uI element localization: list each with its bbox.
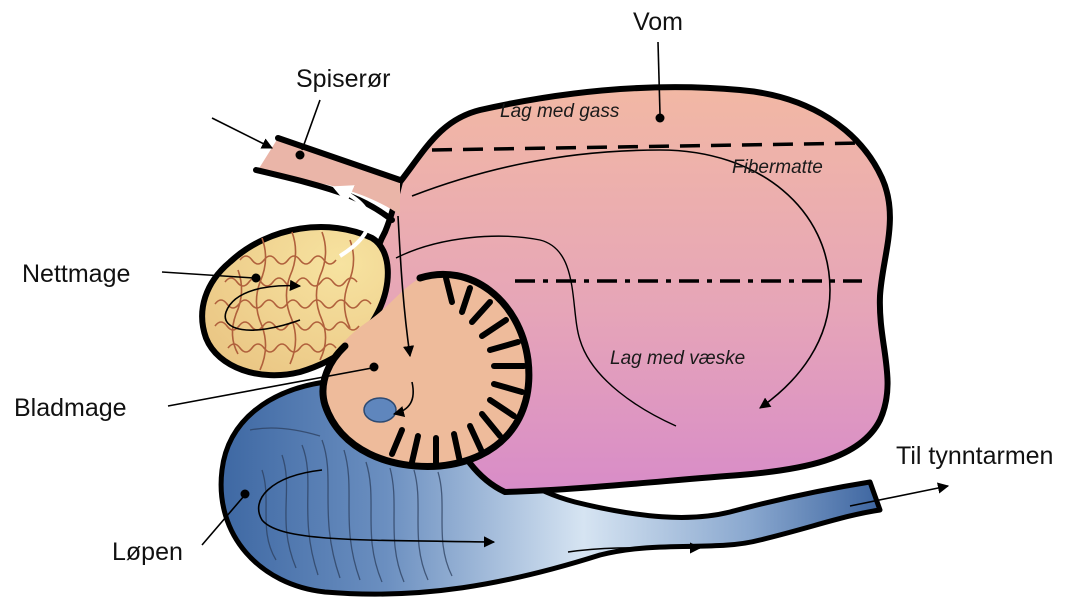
label-nettmage: Nettmage xyxy=(22,260,130,288)
label-vom: Vom xyxy=(633,8,683,36)
label-til-tynntarmen: Til tynntarmen xyxy=(896,442,1053,470)
zone-liquid-layer: Lag med væske xyxy=(610,348,745,369)
label-bladmage: Bladmage xyxy=(14,394,127,422)
label-lopen: Løpen xyxy=(112,538,183,566)
zone-fiber-mat: Fibermatte xyxy=(732,157,823,178)
intake-arrow xyxy=(212,118,272,148)
omasum-opening xyxy=(364,398,396,422)
zone-gas-layer: Lag med gass xyxy=(500,101,620,122)
label-spiseror: Spiserør xyxy=(296,65,390,93)
